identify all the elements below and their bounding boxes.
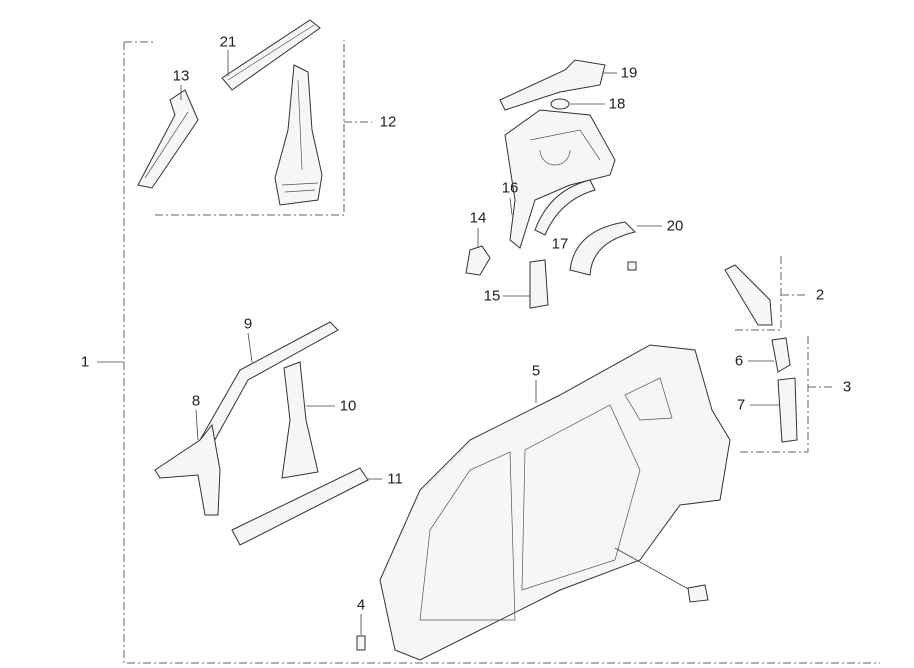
part-14 bbox=[465, 228, 491, 276]
callout-3: 3 bbox=[842, 378, 852, 396]
part-16 bbox=[504, 109, 616, 249]
callout-18: 18 bbox=[608, 95, 626, 113]
callout-19: 19 bbox=[620, 64, 638, 82]
part-17 bbox=[534, 179, 596, 236]
part-6 bbox=[748, 337, 791, 373]
callout-20: 20 bbox=[666, 217, 684, 235]
callout-15: 15 bbox=[483, 287, 501, 305]
part-19 bbox=[499, 59, 617, 111]
part-18 bbox=[550, 98, 605, 110]
callout-17: 17 bbox=[551, 235, 569, 253]
callout-14: 14 bbox=[469, 209, 487, 227]
part-9 bbox=[199, 321, 339, 446]
bracket-1 bbox=[123, 42, 880, 664]
callout-13: 13 bbox=[172, 67, 190, 85]
part-15 bbox=[503, 259, 549, 309]
part-7 bbox=[750, 377, 798, 443]
bracket-2 bbox=[735, 255, 808, 331]
callout-6: 6 bbox=[734, 352, 744, 370]
callout-16: 16 bbox=[501, 179, 519, 197]
part-13 bbox=[137, 85, 199, 189]
callout-9: 9 bbox=[243, 315, 253, 333]
part-21 bbox=[221, 19, 321, 91]
callout-11: 11 bbox=[387, 470, 403, 488]
callout-2: 2 bbox=[815, 286, 825, 304]
bracket-3 bbox=[740, 335, 835, 453]
callout-12: 12 bbox=[379, 113, 397, 131]
callout-4: 4 bbox=[356, 596, 366, 614]
part-12 bbox=[274, 64, 323, 206]
group-brackets bbox=[97, 40, 880, 664]
part-5 bbox=[379, 344, 731, 661]
callout-10: 10 bbox=[339, 397, 357, 415]
part-8 bbox=[154, 409, 221, 516]
part-10 bbox=[281, 361, 335, 479]
callout-7: 7 bbox=[736, 396, 746, 414]
callout-5: 5 bbox=[531, 362, 541, 380]
part-4 bbox=[356, 614, 366, 651]
callout-1: 1 bbox=[80, 353, 90, 371]
part-11 bbox=[231, 467, 382, 546]
callout-21: 21 bbox=[219, 33, 237, 51]
part-20 bbox=[569, 221, 662, 276]
part-2 bbox=[724, 264, 773, 326]
callout-8: 8 bbox=[191, 392, 201, 410]
bracket-12 bbox=[155, 40, 372, 216]
